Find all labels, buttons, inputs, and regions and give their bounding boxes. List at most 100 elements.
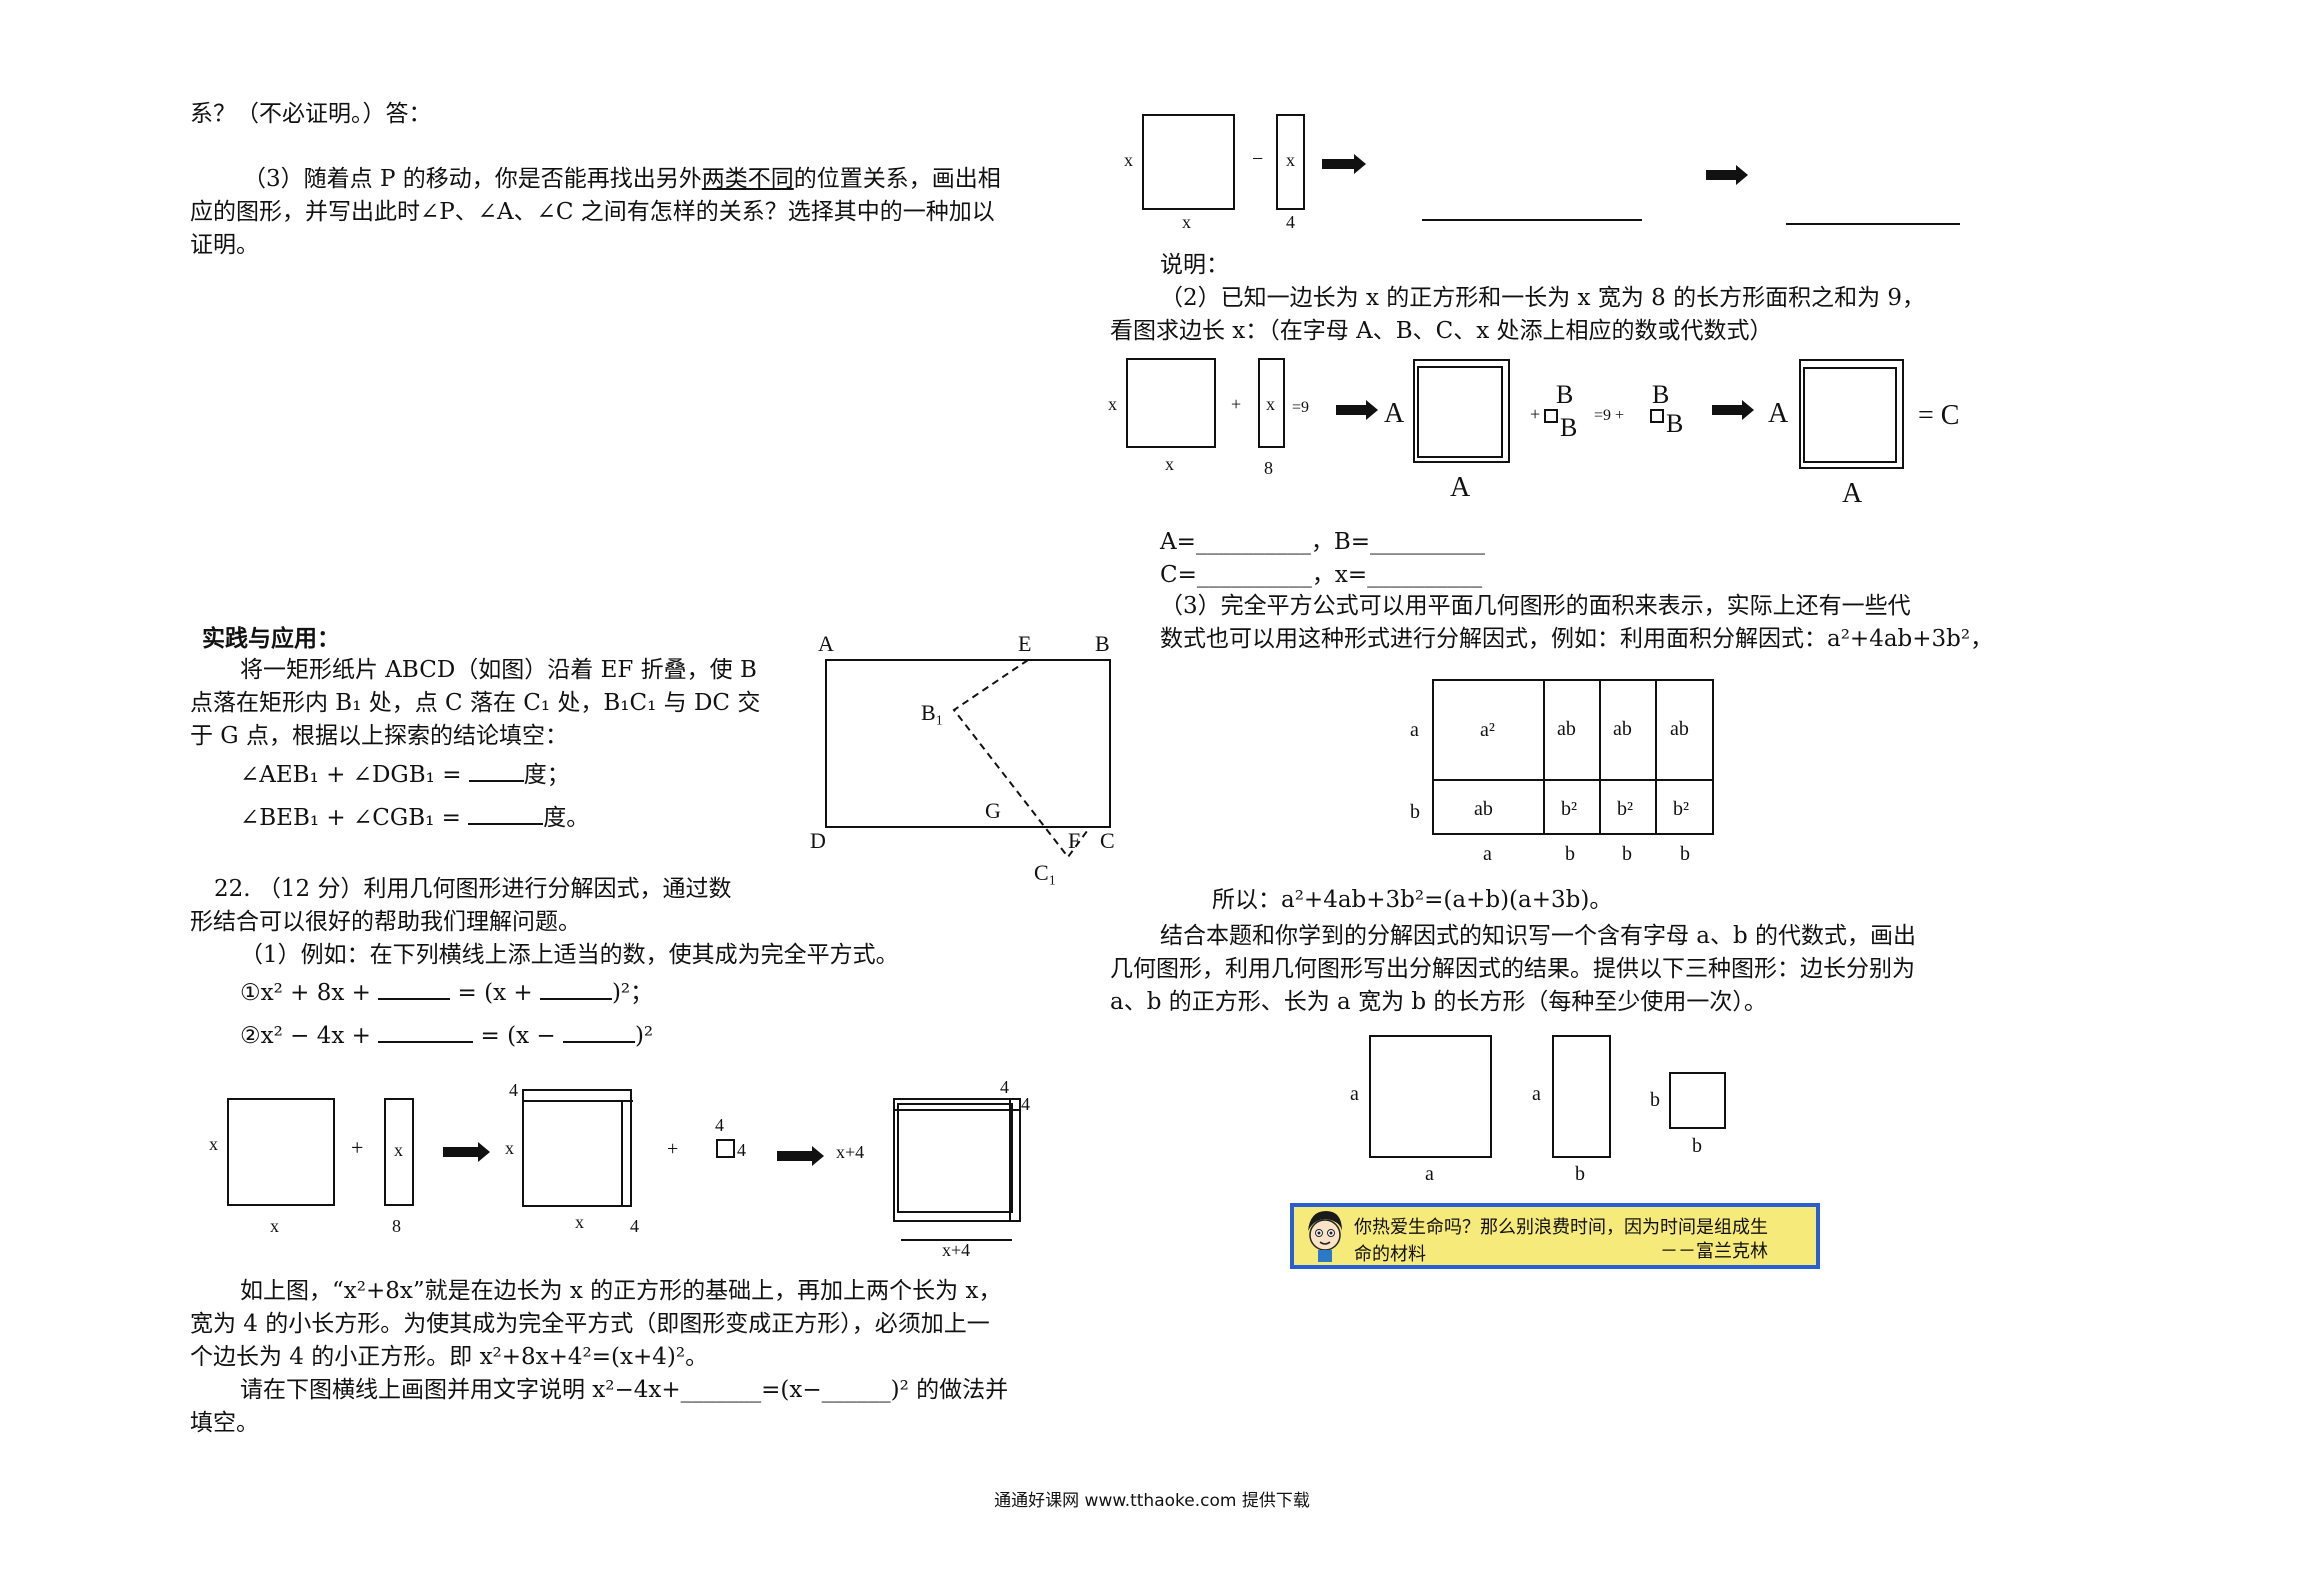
prev-question-tail: 系？（不必证明。）答： <box>190 101 432 127</box>
q22-line2: 形结合可以很好的帮助我们理解问题。 <box>190 909 581 935</box>
answer-blank[interactable] <box>378 974 451 1000</box>
label-a: A <box>1384 398 1405 429</box>
small-box <box>1544 409 1558 423</box>
shape-b-bottom: b <box>1692 1135 1702 1157</box>
label-c1: C₁ <box>1034 860 1056 885</box>
cell-b2: b² <box>1617 798 1633 820</box>
fig1-four-right: 4 <box>737 1140 746 1160</box>
square-b <box>1669 1072 1726 1129</box>
q3-pre: （3）随着点 P 的移动，你是否能再找出另外 <box>243 166 702 192</box>
grid-bottom-b: b <box>1680 843 1690 865</box>
quote-line1: 你热爱生命吗？那么别浪费时间，因为时间是组成生 <box>1354 1217 1768 1238</box>
fig1-rect-x: x <box>394 1140 403 1160</box>
shape-a-bottom: a <box>1425 1163 1434 1185</box>
explain-line3: 个边长为 4 的小正方形。即 x²+8x+4²=(x+4)²。 <box>190 1344 709 1370</box>
label-c: C <box>1100 828 1115 853</box>
eq1-lhs: ①x² + 8x + <box>240 980 371 1006</box>
plus-sign: + <box>351 1135 363 1160</box>
answer-blank[interactable] <box>378 1017 474 1043</box>
answer-line-cx: C=__________，x=__________ <box>1160 562 1483 588</box>
label-a: A <box>1768 398 1789 429</box>
eq1-rhs: = (x + <box>457 980 533 1006</box>
grid-bottom-b: b <box>1622 843 1632 865</box>
label-b: B <box>1666 409 1683 438</box>
task-line1: 结合本题和你学到的分解因式的知识写一个含有字母 a、b 的代数式，画出 <box>1160 923 1917 949</box>
fig1-eight: 8 <box>392 1216 401 1236</box>
fig2-side-x: x <box>1124 150 1133 170</box>
fig3-eq9-plus: =9 + <box>1594 407 1624 424</box>
equation-1: ①x² + 8x + = (x + )²； <box>240 974 653 1010</box>
answer-blank[interactable] <box>468 799 544 825</box>
fig1-side-x: x <box>209 1134 218 1154</box>
rect-x-by-8 <box>384 1098 414 1206</box>
q2-line2: 看图求边长 x：（在字母 A、B、C、x 处添上相应的数或代数式） <box>1110 318 1773 344</box>
small-square-4 <box>716 1139 735 1158</box>
square-with-strip <box>1413 359 1510 463</box>
cell-b2: b² <box>1673 798 1689 820</box>
provided-shapes <box>1369 1035 1726 1158</box>
label-e: E <box>1018 631 1031 656</box>
cartoon-face-icon <box>1308 1211 1342 1262</box>
big-square-c <box>1799 359 1904 469</box>
answer-blank[interactable] <box>539 974 612 1000</box>
shape-b-side: b <box>1650 1089 1660 1111</box>
square-a <box>1369 1035 1492 1158</box>
arrow-icon <box>1712 400 1754 420</box>
fig1-bottom-x-2: x <box>575 1212 584 1232</box>
eq2-rhs: = (x − <box>480 1023 556 1049</box>
inner-square <box>1417 366 1503 458</box>
figure-complete-square-x-plus-4 <box>227 1089 1021 1241</box>
arrow-icon <box>443 1142 490 1162</box>
label-b: B <box>1556 380 1573 409</box>
label-b: B <box>1652 380 1669 409</box>
area-grid-figure <box>1432 679 1714 835</box>
shape-rect-side: a <box>1532 1083 1541 1105</box>
label-b: B <box>1095 631 1110 656</box>
answer-blank[interactable] <box>562 1017 635 1043</box>
answer-blank[interactable] <box>468 756 524 782</box>
quote-banner: 你热爱生命吗？那么别浪费时间，因为时间是组成生 命的材料 －－富兰克林 <box>1290 1203 1820 1269</box>
explain-line2: 宽为 4 的小长方形。为使其成为完全平方式（即图形变成正方形），必须加上一 <box>190 1311 990 1337</box>
fill-angle-1: ∠AEB₁ + ∠DGB₁ = 度； <box>240 756 570 792</box>
fold-rectangle-figure <box>825 659 1111 859</box>
rect-x-by-4 <box>1276 114 1305 210</box>
shape-rect-bottom: b <box>1575 1163 1585 1185</box>
fig1-four-corner: 4 <box>1000 1077 1009 1097</box>
grid-bottom-a: a <box>1483 843 1492 865</box>
fig1-four-top: 4 <box>509 1080 518 1100</box>
fig3-eq9: =9 <box>1292 399 1309 416</box>
footer-credit: 通通好课网 www.tthaoke.com 提供下载 <box>994 1491 1310 1511</box>
figure-x2-plus-8x-eq-9 <box>1126 358 1904 469</box>
square-x <box>1142 114 1235 210</box>
fold-lines <box>952 659 1091 859</box>
fig2-four: 4 <box>1286 212 1295 232</box>
arrows <box>443 154 1754 1166</box>
explain-line5: 填空。 <box>190 1410 259 1436</box>
label-d: D <box>810 828 826 853</box>
rect-x-by-8 <box>1258 358 1285 448</box>
unit: 度。 <box>543 805 590 831</box>
big-square-x-plus-4 <box>893 1098 1021 1222</box>
q3-underline: 两类不同 <box>701 166 794 192</box>
answer-line-ab: A=__________，B=__________ <box>1160 529 1486 555</box>
q3-line2: 应的图形，并写出此时∠P、∠A、∠C 之间有怎样的关系？选择其中的一种加以 <box>190 199 995 225</box>
fig2-rect-x: x <box>1286 150 1295 170</box>
cell-ab: ab <box>1670 718 1689 740</box>
q3-line3: 证明。 <box>190 232 259 258</box>
quote-line2: 命的材料 <box>1354 1244 1426 1265</box>
fill-angle-1-text: ∠AEB₁ + ∠DGB₁ = <box>240 762 462 788</box>
factor-result: 所以：a²+4ab+3b²=(a+b)(a+3b)。 <box>1212 887 1613 913</box>
square-with-strip <box>522 1089 632 1207</box>
label-a: A <box>818 631 834 656</box>
cell-b2: b² <box>1561 798 1577 820</box>
fig1-side-x-2: x <box>505 1138 514 1158</box>
rectangle-abcd <box>825 659 1111 828</box>
fill-angle-2: ∠BEB₁ + ∠CGB₁ = 度。 <box>240 799 589 835</box>
fig1-x-plus-4-bottom: x+4 <box>942 1240 970 1260</box>
plus-sign: + <box>1530 404 1540 424</box>
shape-a-side: a <box>1350 1083 1359 1105</box>
arrow-icon <box>1322 154 1366 174</box>
grid-side-a: a <box>1410 719 1419 741</box>
cell-ab: ab <box>1557 718 1576 740</box>
